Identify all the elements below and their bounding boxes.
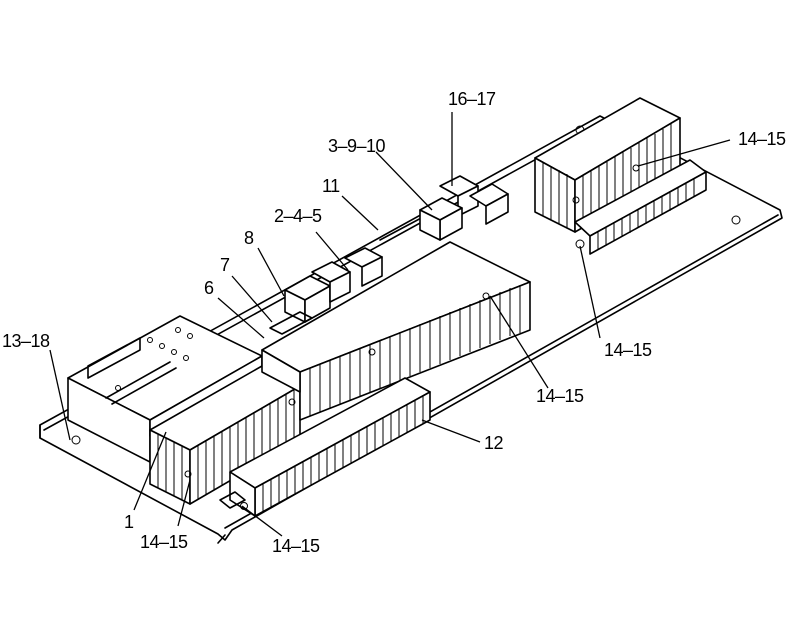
callout-14-15-center: 14–15 xyxy=(536,386,584,406)
callout-16-17: 16–17 xyxy=(448,89,496,109)
callout-14-15-left: 14–15 xyxy=(140,532,188,552)
callout-7: 7 xyxy=(220,255,230,275)
callout-3-9-10: 3–9–10 xyxy=(328,136,386,156)
top-relays xyxy=(419,175,509,241)
callout-11: 11 xyxy=(322,176,340,196)
callout-8: 8 xyxy=(244,228,254,248)
callout-14-15-right-lower: 14–15 xyxy=(604,340,652,360)
right-terminal-block xyxy=(574,159,707,255)
callout-14-15-front: 14–15 xyxy=(272,536,320,556)
callout-6: 6 xyxy=(204,278,214,298)
front-terminal-block xyxy=(219,377,431,517)
left-heatsink xyxy=(149,365,301,505)
board-components xyxy=(269,207,441,335)
callout-13-18: 13–18 xyxy=(2,331,50,351)
callout-2-4-5: 2–4–5 xyxy=(274,206,322,226)
callout-14-15-right-upper: 14–15 xyxy=(738,129,786,149)
callout-1: 1 xyxy=(124,512,134,532)
right-heatsink xyxy=(534,97,681,233)
leader-lines xyxy=(49,112,731,537)
center-heatsink xyxy=(261,241,531,421)
callout-12: 12 xyxy=(484,433,504,453)
